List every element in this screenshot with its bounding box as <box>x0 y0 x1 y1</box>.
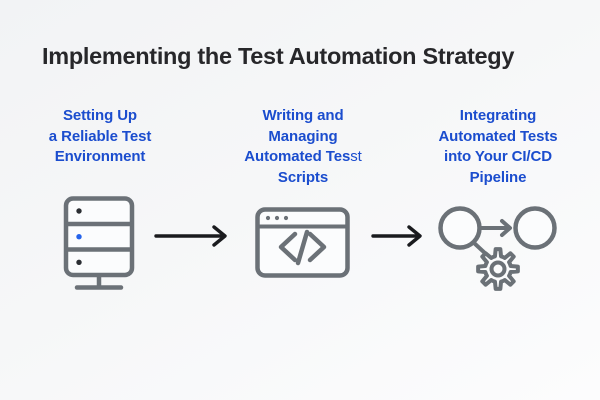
server-led-dot-active <box>76 234 82 240</box>
gear-icon <box>476 247 520 291</box>
heading-line: Pipeline <box>469 168 527 186</box>
server-icon <box>63 196 135 290</box>
flow-arrow-1 <box>154 225 227 247</box>
heading-line: Managing <box>268 127 338 145</box>
server-led-dot <box>76 208 82 214</box>
flow-arrow-2 <box>371 225 422 247</box>
code-bracket-left <box>278 231 298 263</box>
browser-dot <box>274 215 280 221</box>
heading-line-light-suffix: st <box>350 148 362 165</box>
browser-code-icon <box>255 207 350 278</box>
heading-line: into Your CI/CD <box>444 148 552 165</box>
heading-line: Automated Tests <box>438 127 558 145</box>
gear-hole <box>489 260 507 278</box>
step-3-heading: Integrating Automated Tests into Your CI… <box>408 106 588 188</box>
pipeline-node-right <box>513 206 557 250</box>
heading-line: a Reliable Test <box>48 127 152 145</box>
browser-dot <box>265 215 271 221</box>
pipeline-gear-icon <box>438 206 557 291</box>
step-1-heading: Setting Up a Reliable Test Environment <box>10 106 190 168</box>
code-slash <box>295 229 310 266</box>
code-bracket-right <box>307 231 327 263</box>
server-led-dot <box>76 259 82 265</box>
heading-line: Integrating <box>459 107 537 124</box>
pipeline-arrow-head <box>500 219 512 237</box>
heading-line: Setting Up <box>63 107 137 124</box>
browser-dot <box>283 215 289 221</box>
step-2-heading: Writing and Managing Automated Tesst Scr… <box>213 106 393 188</box>
pipeline-node-left <box>438 206 482 250</box>
server-body <box>63 196 135 278</box>
heading-line: Writing and <box>262 107 344 124</box>
heading-line: Automated Tes <box>244 148 351 165</box>
heading-line: Scripts <box>277 168 329 186</box>
heading-line: Environment <box>54 148 146 165</box>
page-title: Implementing the Test Automation Strateg… <box>42 43 515 69</box>
